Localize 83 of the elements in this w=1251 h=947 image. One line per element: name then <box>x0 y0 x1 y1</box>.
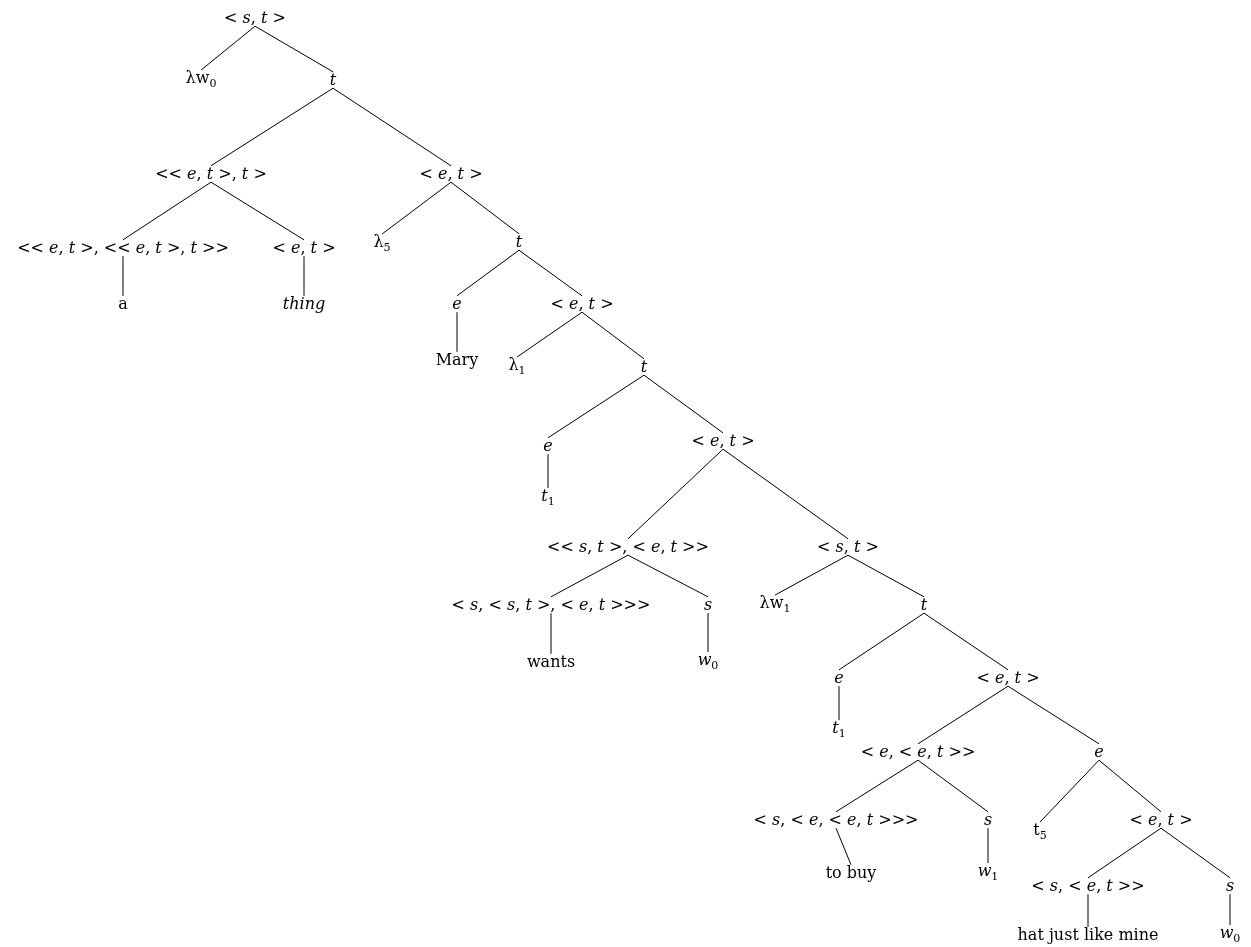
word-label: Mary <box>434 350 480 370</box>
word-label: to buy <box>824 863 878 883</box>
tree-branch <box>835 827 852 866</box>
tree-branch <box>210 87 334 167</box>
type-label: < e, t > <box>271 238 337 258</box>
type-label: < e, t > <box>1128 810 1194 830</box>
tree-branch <box>987 827 989 864</box>
tree-branch <box>518 249 583 297</box>
type-label: λ$_{1}$ <box>507 356 527 378</box>
type-label: w$_{1}$ <box>976 862 1000 884</box>
tree-branch <box>550 554 629 598</box>
word-label: hat just like mine <box>1016 925 1160 945</box>
type-label: t <box>328 70 338 90</box>
type-label: t <box>514 232 524 252</box>
type-label: λw$_{1}$ <box>758 594 792 616</box>
type-label: s <box>982 810 994 830</box>
tree-branch <box>835 759 919 813</box>
tree-branch <box>722 448 849 540</box>
tree-branch <box>1007 685 1100 745</box>
type-label: t <box>919 595 929 615</box>
type-label: w$_{0}$ <box>696 651 720 673</box>
type-label: < s, < e, t >> <box>1030 876 1146 896</box>
tree-branch <box>643 374 724 434</box>
tree-branch <box>550 612 552 655</box>
tree-branch <box>456 249 520 297</box>
word-label: thing <box>281 294 327 314</box>
tree-branch <box>847 554 925 598</box>
type-label: << e, t >, t > <box>154 164 268 184</box>
type-label: t$_{1}$ <box>540 487 556 509</box>
tree-branch <box>456 311 458 353</box>
type-label: << s, t >, < e, t >> <box>546 537 710 557</box>
tree-branch <box>774 554 849 596</box>
type-label: s <box>702 595 714 615</box>
type-label: < s, t > <box>223 8 287 28</box>
tree-branch <box>1229 893 1231 926</box>
type-label: < e, t > <box>549 294 615 314</box>
type-label: s <box>1224 876 1236 896</box>
tree-branch <box>1098 759 1162 813</box>
tree-branch <box>254 25 334 73</box>
type-label: λw$_{0}$ <box>184 69 218 91</box>
tree-branch <box>122 181 212 241</box>
tree-branch <box>200 25 256 71</box>
tree-branch <box>838 685 840 721</box>
type-label: < s, < e, < e, t >>> <box>752 810 920 830</box>
type-label: w$_{0}$ <box>1218 924 1242 946</box>
tree-branch <box>122 255 124 297</box>
tree-branch <box>450 181 520 235</box>
tree-branch <box>707 612 709 653</box>
tree-branch <box>516 311 583 358</box>
tree-branch <box>627 554 709 598</box>
word-label: wants <box>525 652 577 672</box>
tree-branch <box>917 685 1009 745</box>
tree-branch <box>303 255 305 297</box>
tree-branch <box>547 453 549 489</box>
type-label: < e, t > <box>690 431 756 451</box>
type-label: t$_{1}$ <box>831 719 847 741</box>
type-label: < e, t > <box>418 164 484 184</box>
type-label: e <box>833 668 845 688</box>
type-label: e <box>451 294 463 314</box>
tree-branch <box>332 87 452 167</box>
tree-branch <box>381 181 452 235</box>
tree-branch <box>838 612 925 671</box>
type-label: λ$_{5}$ <box>372 233 392 255</box>
tree-branch <box>923 612 1009 671</box>
type-label: << e, t >, << e, t >, t >> <box>16 238 230 258</box>
tree-branch <box>627 448 724 540</box>
tree-branch <box>1160 827 1231 879</box>
type-label: e <box>1093 742 1105 762</box>
word-label: a <box>117 294 129 314</box>
tree-branch <box>917 759 989 813</box>
tree-branch <box>547 374 645 439</box>
type-label: e <box>542 436 554 456</box>
tree-branch <box>581 311 645 360</box>
type-label: < s, t > <box>816 537 880 557</box>
tree-branch <box>210 181 305 241</box>
type-label: < e, < e, t >> <box>859 742 977 762</box>
tree-branch <box>1087 893 1089 928</box>
type-label: t$_{5}$ <box>1032 821 1048 843</box>
tree-branch <box>1087 827 1162 879</box>
type-label: t <box>639 357 649 377</box>
tree-branch <box>1039 759 1100 823</box>
type-label: < s, < s, t >, < e, t >>> <box>450 595 652 615</box>
type-label: < e, t > <box>975 668 1041 688</box>
